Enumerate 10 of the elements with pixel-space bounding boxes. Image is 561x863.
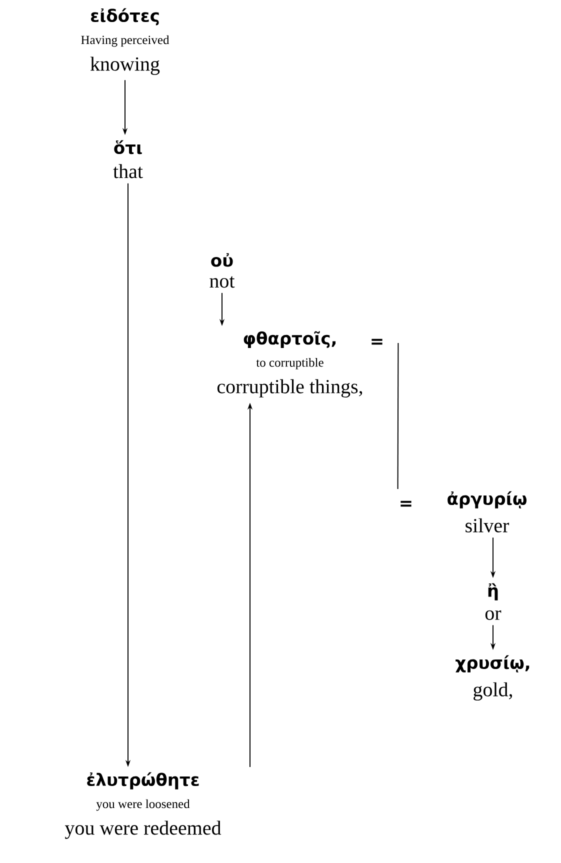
word-stack: εἰδότες Having perceived knowing <box>81 8 170 75</box>
word-stack: χρυσίῳ, gold, <box>456 655 530 701</box>
word-stack: ἢ or <box>485 583 502 620</box>
equals-sign: = <box>400 500 412 507</box>
word-stack: φθαρτοῖς, to corruptible corruptible things, <box>217 331 362 398</box>
word-stack: ἀργυρίῳ silver <box>448 491 527 532</box>
word-stack: ὅτι that <box>113 140 143 178</box>
word-stack: ἐλυτρώθητε you were loosened you were redeemed <box>64 772 222 839</box>
word-stack: οὐ not <box>210 253 235 288</box>
equals-sign: = <box>372 338 382 345</box>
